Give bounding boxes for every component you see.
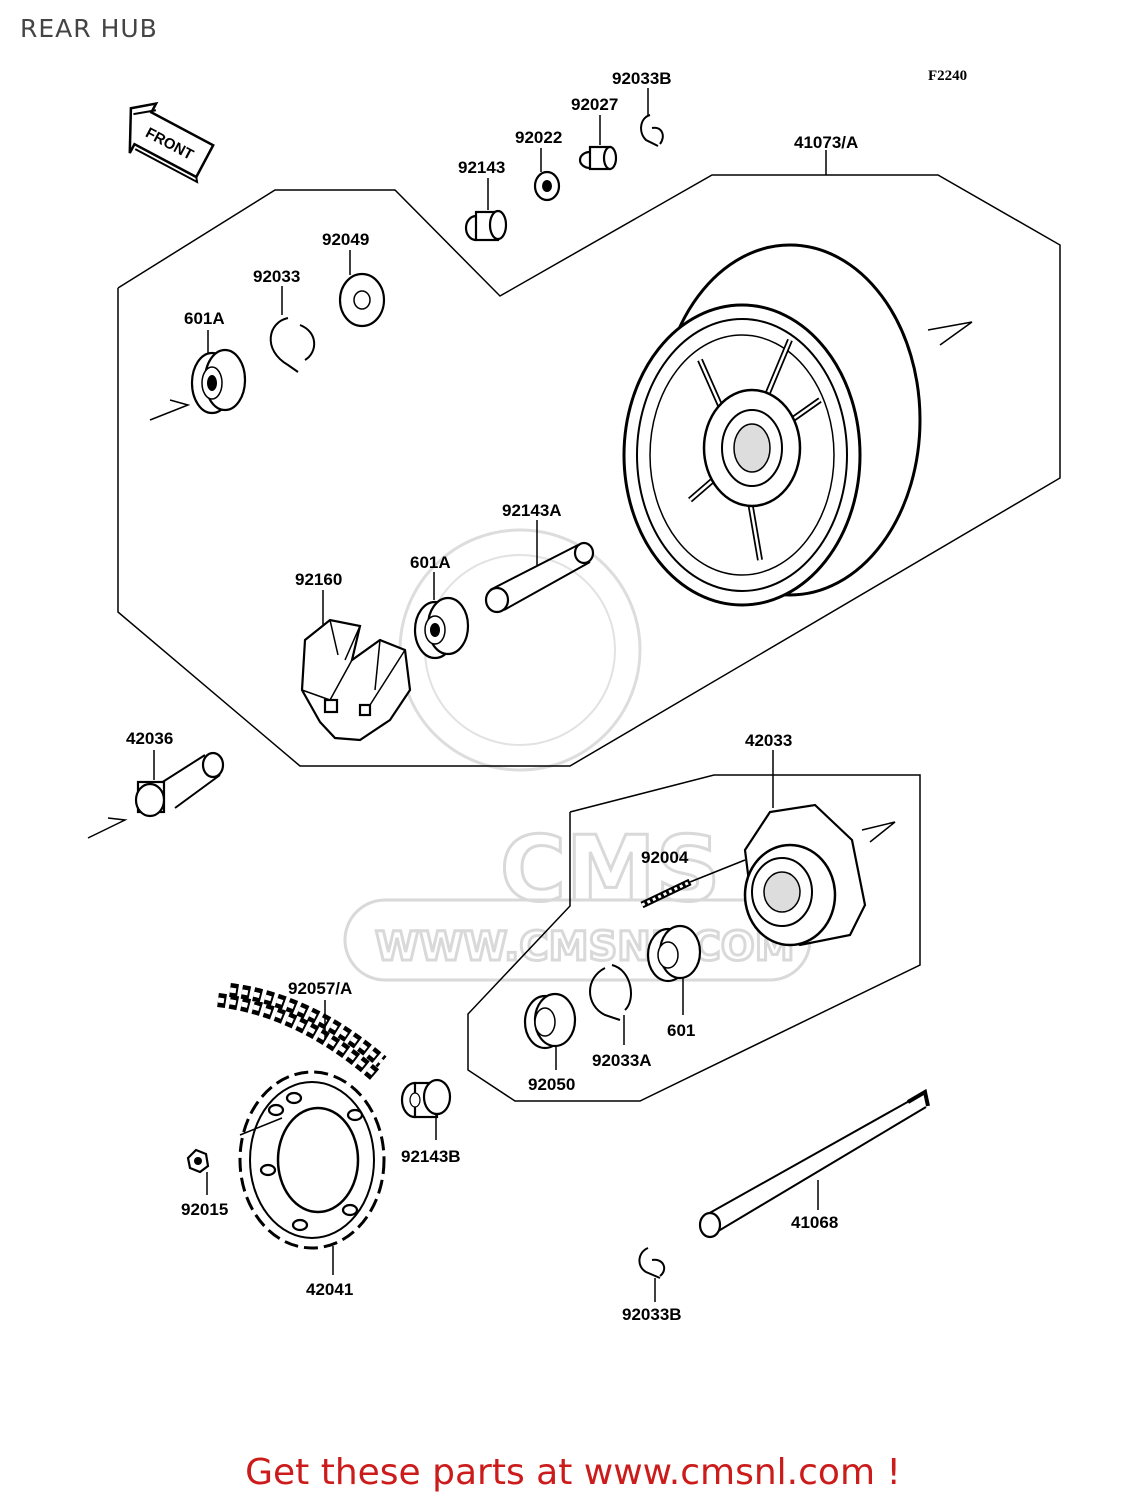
watermark-logo: CMS WWW.CMSNL.COM <box>343 528 812 982</box>
part-label-92033b-bottom[interactable]: 92033B <box>622 1305 682 1324</box>
circlip-92033a <box>589 964 632 1045</box>
part-label-42036[interactable]: 42036 <box>126 729 173 748</box>
collar-92143 <box>464 178 508 242</box>
part-label-601a-mid[interactable]: 601A <box>410 553 451 572</box>
wheel-group-outline <box>117 174 1061 767</box>
hub-group-outline <box>467 774 921 1102</box>
part-label-92057a[interactable]: 92057/A <box>288 979 352 998</box>
part-label-41073a[interactable]: 41073/A <box>794 133 858 152</box>
part-label-92160[interactable]: 92160 <box>295 570 342 589</box>
spacer-92049 <box>338 250 386 328</box>
front-arrow-icon: FRONT <box>128 101 215 184</box>
hub-42033 <box>743 750 896 947</box>
part-label-92033a[interactable]: 92033A <box>592 1051 652 1070</box>
figure-code: F2240 <box>928 68 967 84</box>
damper-92160 <box>300 590 412 742</box>
part-label-601a-top[interactable]: 601A <box>184 309 225 328</box>
oil-seal-92050 <box>523 992 577 1070</box>
spacer-92143a <box>484 520 595 614</box>
part-label-92015[interactable]: 92015 <box>181 1200 228 1219</box>
part-label-92033[interactable]: 92033 <box>253 267 300 286</box>
sprocket-42041 <box>238 1070 386 1275</box>
part-label-41068[interactable]: 41068 <box>791 1213 838 1232</box>
part-label-92004[interactable]: 92004 <box>641 848 689 867</box>
nut-92015 <box>186 1148 210 1195</box>
part-label-92050[interactable]: 92050 <box>528 1075 575 1094</box>
axle-41068 <box>698 1088 930 1239</box>
washer-92022 <box>533 148 561 202</box>
part-label-42041[interactable]: 42041 <box>306 1280 353 1299</box>
part-label-92143[interactable]: 92143 <box>458 158 505 177</box>
part-label-601[interactable]: 601 <box>667 1021 695 1040</box>
circlip-92033b-top <box>640 88 664 147</box>
bearing-601a-top <box>149 330 247 421</box>
collar-92027 <box>578 115 618 171</box>
rear-wheel-drawing <box>622 243 973 607</box>
part-label-92143b[interactable]: 92143B <box>401 1147 461 1166</box>
part-label-92049[interactable]: 92049 <box>322 230 369 249</box>
part-label-92143a[interactable]: 92143A <box>502 501 562 520</box>
stud-92004 <box>640 859 746 909</box>
circlip-92033b-bottom <box>638 1247 666 1302</box>
circlip-92033 <box>269 286 316 373</box>
chain-92057a <box>217 983 387 1081</box>
part-label-42033[interactable]: 42033 <box>745 731 792 750</box>
watermark-logo-text: CMS <box>500 817 720 922</box>
part-label-92027[interactable]: 92027 <box>571 95 618 114</box>
part-label-92022[interactable]: 92022 <box>515 128 562 147</box>
watermark-url: WWW.CMSNL.COM <box>375 924 795 970</box>
part-label-92033b-top[interactable]: 92033B <box>612 69 672 88</box>
bearing-601 <box>646 924 702 1015</box>
collar-92143b <box>400 1078 452 1140</box>
bearing-601a-mid <box>413 572 470 660</box>
collar-42036 <box>87 750 225 839</box>
page-title: REAR HUB <box>20 14 158 43</box>
order-parts-link[interactable]: Get these parts at www.cmsnl.com ! <box>245 1452 901 1493</box>
